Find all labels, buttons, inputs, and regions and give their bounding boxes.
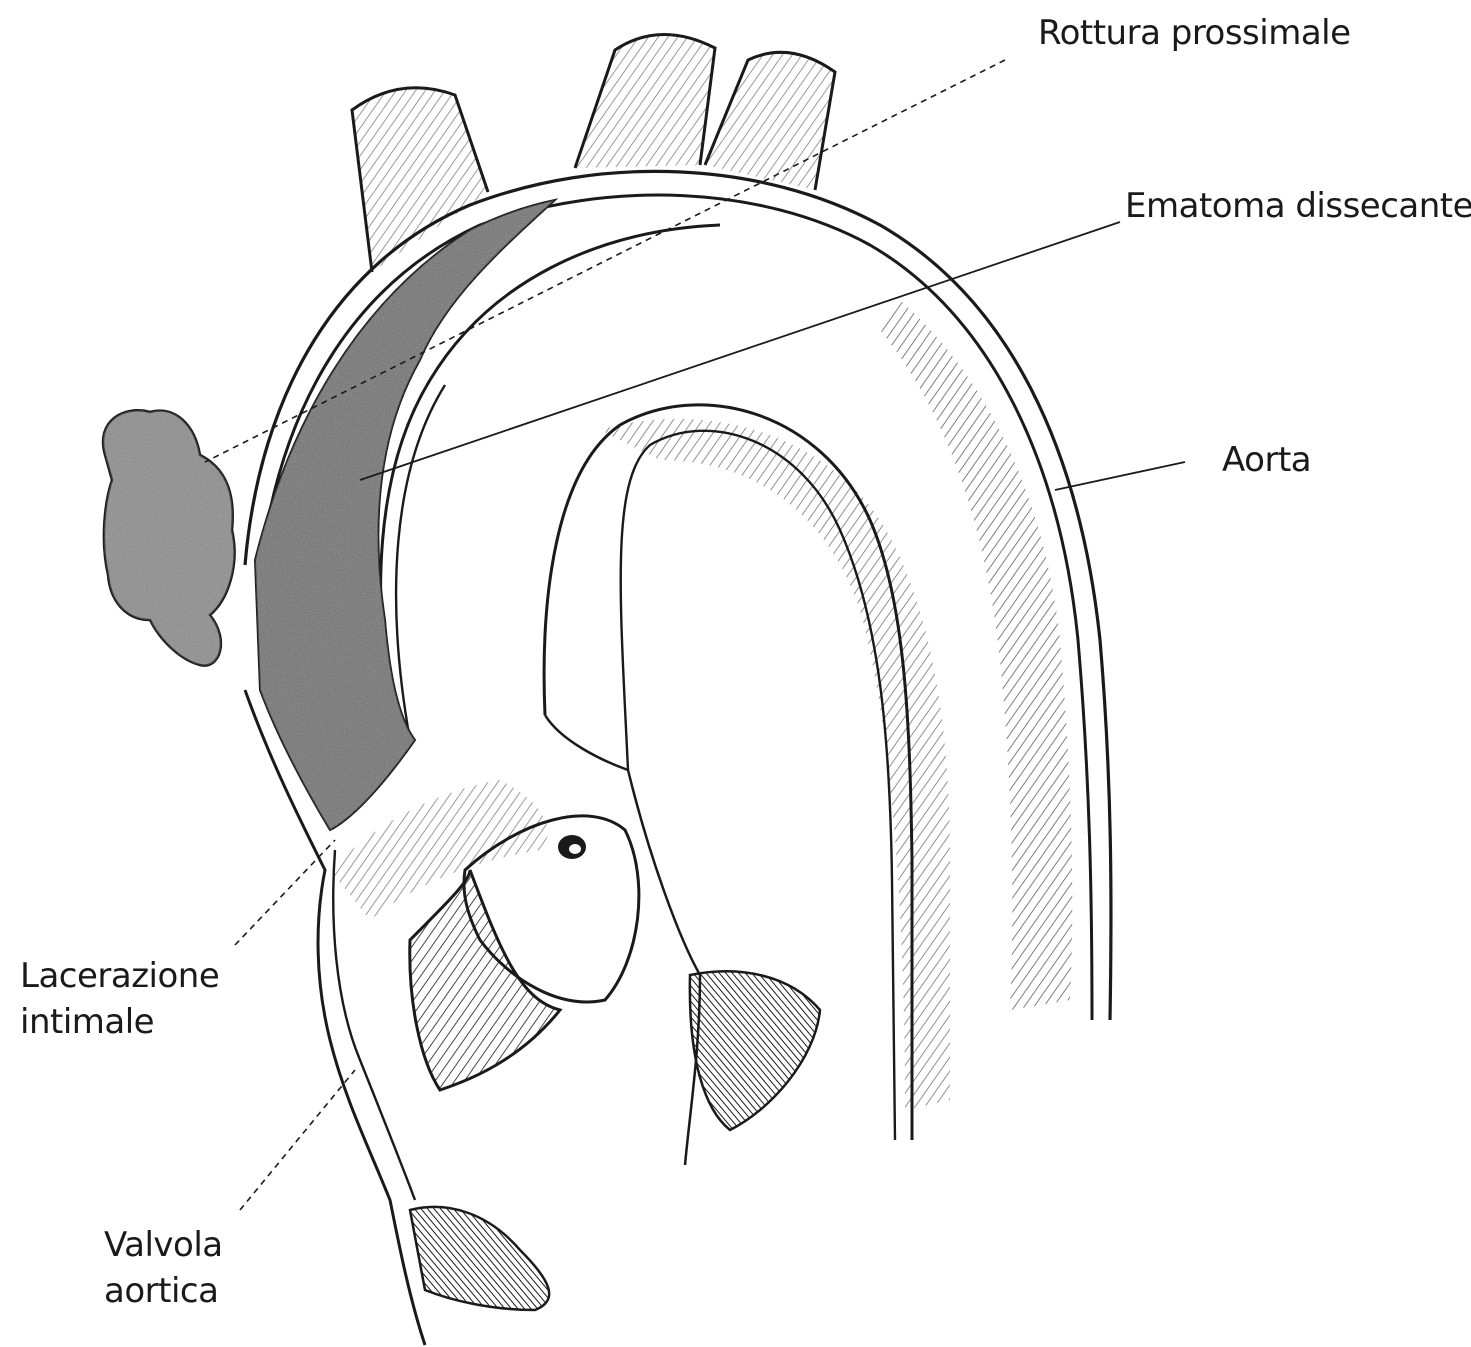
label-ematoma-dissecante: Ematoma dissecante: [1125, 183, 1471, 229]
arch-branch-vessels: [352, 34, 835, 272]
label-lacerazione-line-2: intimale: [20, 999, 219, 1045]
leader-valvola: [240, 1070, 355, 1210]
label-lacerazione-line-1: Lacerazione: [20, 953, 219, 999]
aortic-valve-cusp: [410, 870, 560, 1090]
label-aorta: Aorta: [1222, 437, 1311, 483]
leader-aorta: [1055, 462, 1185, 490]
label-valvola-line-2: aortica: [104, 1268, 223, 1314]
label-valvola-aortica: Valvola aortica: [104, 1222, 223, 1314]
valve-leaflet-lower: [410, 1207, 549, 1310]
lv-outflow-hatching: [690, 971, 820, 1130]
label-valvola-line-1: Valvola: [104, 1222, 223, 1268]
label-rottura-prossimale: Rottura prossimale: [1038, 10, 1351, 56]
label-lacerazione-intimale: Lacerazione intimale: [20, 953, 219, 1045]
